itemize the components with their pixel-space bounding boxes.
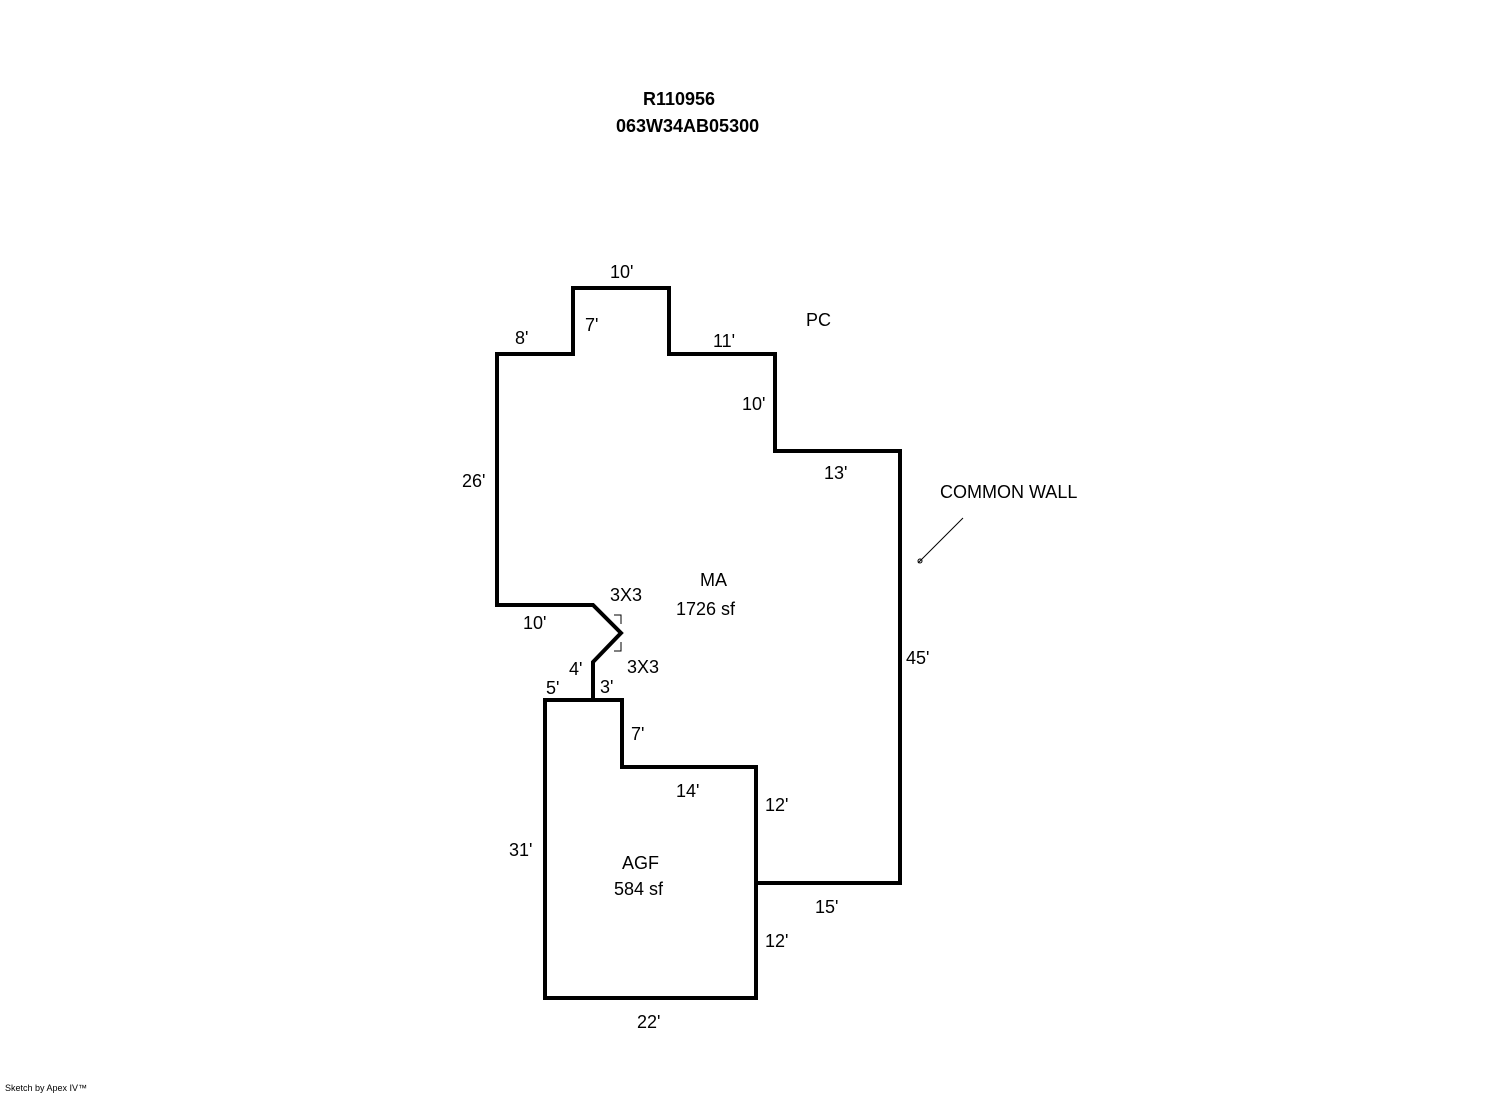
- map-tax-lot: 063W34AB05300: [616, 116, 759, 136]
- garage-area-size: 584 sf: [614, 879, 664, 899]
- dim-right-wall: 45': [906, 648, 929, 668]
- dim-small-vert: 3': [600, 677, 613, 697]
- dim-top-bump: 10': [610, 262, 633, 282]
- dim-angle-seg: 4': [569, 659, 582, 679]
- dim-right-drop: 10': [742, 394, 765, 414]
- common-wall-arrow: [917, 517, 964, 564]
- dim-upper-right: 13': [824, 463, 847, 483]
- dim-bump-left: 7': [585, 315, 598, 335]
- sketch-credit: Sketch by Apex IV™: [5, 1083, 87, 1093]
- dim-bottom-right: 15': [815, 897, 838, 917]
- dim-small-left: 5': [546, 678, 559, 698]
- dim-lower-left: 10': [523, 613, 546, 633]
- dim-garage-left: 31': [509, 840, 532, 860]
- common-wall-label: COMMON WALL: [940, 482, 1077, 502]
- account-id: R110956: [643, 89, 715, 109]
- arrow-head-icon: [917, 558, 923, 564]
- garage-area-code: AGF: [622, 853, 659, 873]
- angle-marker-top: [614, 614, 622, 624]
- dim-garage-right-lower: 12': [765, 931, 788, 951]
- main-area-code: MA: [700, 570, 727, 590]
- dim-garage-right-upper: 12': [765, 795, 788, 815]
- main-area-size: 1726 sf: [676, 599, 736, 619]
- garage-outline: [543, 698, 758, 1000]
- angle-label-top: 3X3: [610, 585, 642, 605]
- main-area-outline: [495, 286, 902, 885]
- dim-garage-bottom: 22': [637, 1012, 660, 1032]
- dim-left-step: 8': [515, 328, 528, 348]
- dim-garage-notch-vert: 7': [631, 724, 644, 744]
- angle-marker-bottom: [614, 642, 622, 652]
- angle-label-bottom: 3X3: [627, 657, 659, 677]
- pc-label: PC: [806, 310, 831, 330]
- dim-garage-notch-horiz: 14': [676, 781, 699, 801]
- dim-right-step: 11': [713, 331, 735, 351]
- dim-left-wall: 26': [462, 471, 485, 491]
